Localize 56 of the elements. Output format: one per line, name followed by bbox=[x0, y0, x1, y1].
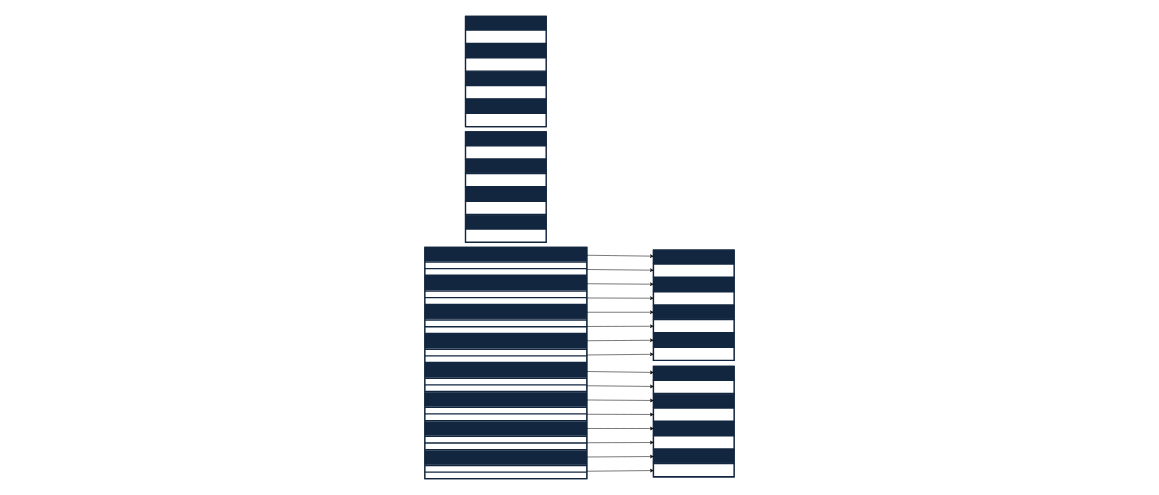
node-bar bbox=[424, 334, 588, 349]
node-bar bbox=[464, 159, 547, 174]
node-bar bbox=[652, 249, 735, 264]
arrow bbox=[586, 412, 654, 417]
node-bar bbox=[652, 407, 735, 422]
node-bar bbox=[424, 392, 588, 407]
node-bar bbox=[464, 98, 547, 114]
arrow bbox=[586, 468, 654, 473]
node-bar bbox=[424, 363, 588, 378]
arrow bbox=[586, 338, 654, 343]
node-bar bbox=[652, 346, 735, 362]
arrow bbox=[586, 440, 654, 445]
node-bar bbox=[424, 275, 588, 291]
node-bar bbox=[652, 435, 735, 450]
arrow bbox=[586, 282, 654, 286]
node-bar bbox=[464, 186, 547, 202]
node-bar bbox=[464, 71, 547, 86]
node-bar bbox=[652, 448, 735, 464]
node-bar bbox=[464, 131, 547, 146]
node-bar bbox=[424, 421, 588, 436]
arrow bbox=[586, 296, 654, 300]
node-bar bbox=[424, 450, 588, 465]
node-bar bbox=[652, 304, 735, 320]
node-bar bbox=[652, 421, 735, 436]
arrow bbox=[586, 370, 654, 375]
node-bar bbox=[464, 112, 547, 128]
node-bar bbox=[652, 318, 735, 334]
arrow bbox=[586, 324, 654, 328]
node-bar bbox=[464, 57, 547, 72]
arrow bbox=[586, 384, 654, 389]
node-bar bbox=[652, 379, 735, 395]
arrow bbox=[586, 426, 654, 431]
node-bar bbox=[652, 462, 735, 478]
node-bar bbox=[652, 291, 735, 306]
node-bar bbox=[652, 393, 735, 409]
node-bar bbox=[652, 332, 735, 348]
node-bar bbox=[464, 200, 547, 216]
node-bar bbox=[464, 43, 547, 58]
node-bar bbox=[652, 277, 735, 292]
node-bar bbox=[464, 172, 547, 188]
node-bar bbox=[464, 85, 547, 100]
node-bar bbox=[424, 246, 588, 262]
arrow bbox=[586, 454, 654, 459]
node-bar bbox=[424, 304, 588, 320]
node-bar bbox=[464, 228, 547, 243]
arrow bbox=[586, 310, 654, 314]
node-bar bbox=[464, 145, 547, 160]
node-bar bbox=[652, 365, 735, 381]
node-bar bbox=[464, 29, 547, 45]
arrow bbox=[586, 398, 654, 403]
node-bar bbox=[652, 263, 735, 278]
arrow bbox=[586, 254, 654, 258]
arrow bbox=[586, 352, 654, 357]
arrow bbox=[586, 268, 654, 272]
node-bar bbox=[464, 15, 547, 31]
node-bar bbox=[464, 214, 547, 229]
